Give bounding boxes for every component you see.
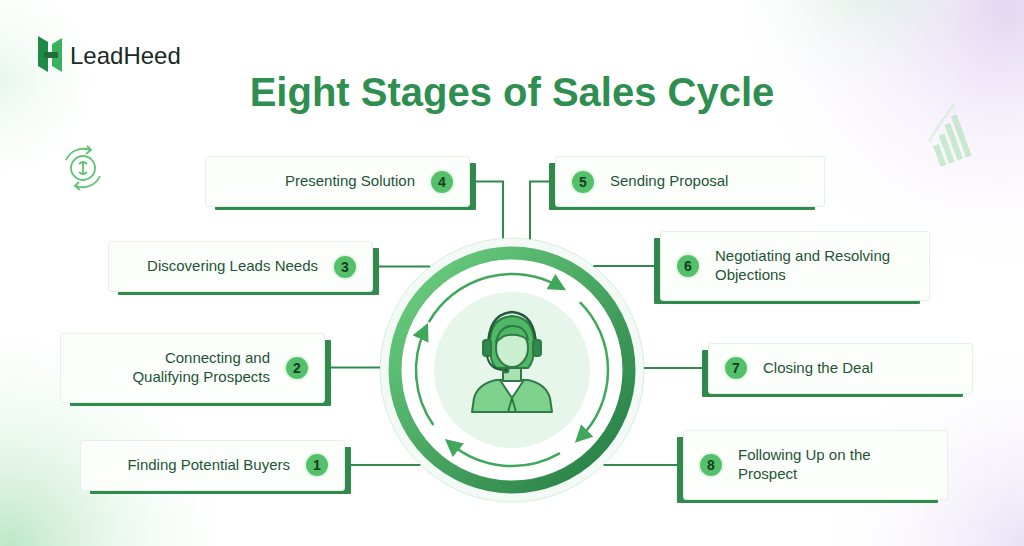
stage-label: Negotiating and Resolving Objections <box>715 247 905 285</box>
cycle-arrow <box>416 329 433 425</box>
title: Eight Stages of Sales Cycle <box>0 68 1024 116</box>
stage-label: Sending Proposal <box>610 172 728 191</box>
stage-label: Connecting and Qualifying Prospects <box>120 349 270 387</box>
stage-label: Finding Potential Buyers <box>127 456 290 475</box>
logo-icon <box>38 36 62 72</box>
cycle-arrow <box>450 444 560 466</box>
callout-number: 2 <box>293 361 301 375</box>
cycle-arrow <box>429 274 560 322</box>
number-badge: 4 <box>429 169 455 195</box>
stage-box: Presenting Solution 4 <box>205 156 470 207</box>
callout-number: 5 <box>579 175 587 189</box>
callout-number: 4 <box>438 175 446 189</box>
stage-box: Following Up on the Prospect 8 <box>683 430 948 500</box>
stage-box: Closing the Deal 7 <box>708 343 973 394</box>
cycle-icon <box>66 146 100 190</box>
chart-icon <box>920 104 972 167</box>
number-badge: 1 <box>304 452 330 478</box>
number-badge: 7 <box>723 355 749 381</box>
background-blob <box>0 0 120 200</box>
leader-line <box>530 182 555 240</box>
stage-box: Sending Proposal 5 <box>555 156 825 207</box>
callout-number: 6 <box>684 259 692 273</box>
cycle-arrow <box>580 302 608 438</box>
number-badge: 3 <box>332 254 358 280</box>
callout-number: 1 <box>313 458 321 472</box>
callout-number: 8 <box>707 458 715 472</box>
number-badge: 8 <box>698 452 724 478</box>
stage-box: Finding Potential Buyers 1 <box>80 440 345 491</box>
leader-line <box>345 464 420 466</box>
stage-box: Negotiating and Resolving Objections 6 <box>660 231 930 301</box>
center-circle <box>380 238 644 502</box>
leader-line <box>325 367 380 369</box>
logo-text: LeadHeed <box>70 42 181 71</box>
callout-number: 7 <box>732 361 740 375</box>
leader-line <box>604 464 683 466</box>
stage-box: Connecting and Qualifying Prospects 2 <box>60 333 325 403</box>
leader-line <box>373 266 430 268</box>
leader-line <box>644 367 708 369</box>
number-badge: 5 <box>570 169 596 195</box>
stage-label: Closing the Deal <box>763 359 873 378</box>
leader-line <box>470 182 503 239</box>
agent-icon <box>472 312 552 412</box>
cycle-arrows <box>416 274 608 466</box>
stage-label: Discovering Leads Needs <box>147 257 318 276</box>
number-badge: 2 <box>284 355 310 381</box>
number-badge: 6 <box>675 253 701 279</box>
callout-number: 3 <box>341 260 349 274</box>
leader-line <box>593 265 660 267</box>
stage-label: Presenting Solution <box>285 172 415 191</box>
stage-box: Discovering Leads Needs 3 <box>108 241 373 292</box>
stage-label: Following Up on the Prospect <box>738 446 878 484</box>
